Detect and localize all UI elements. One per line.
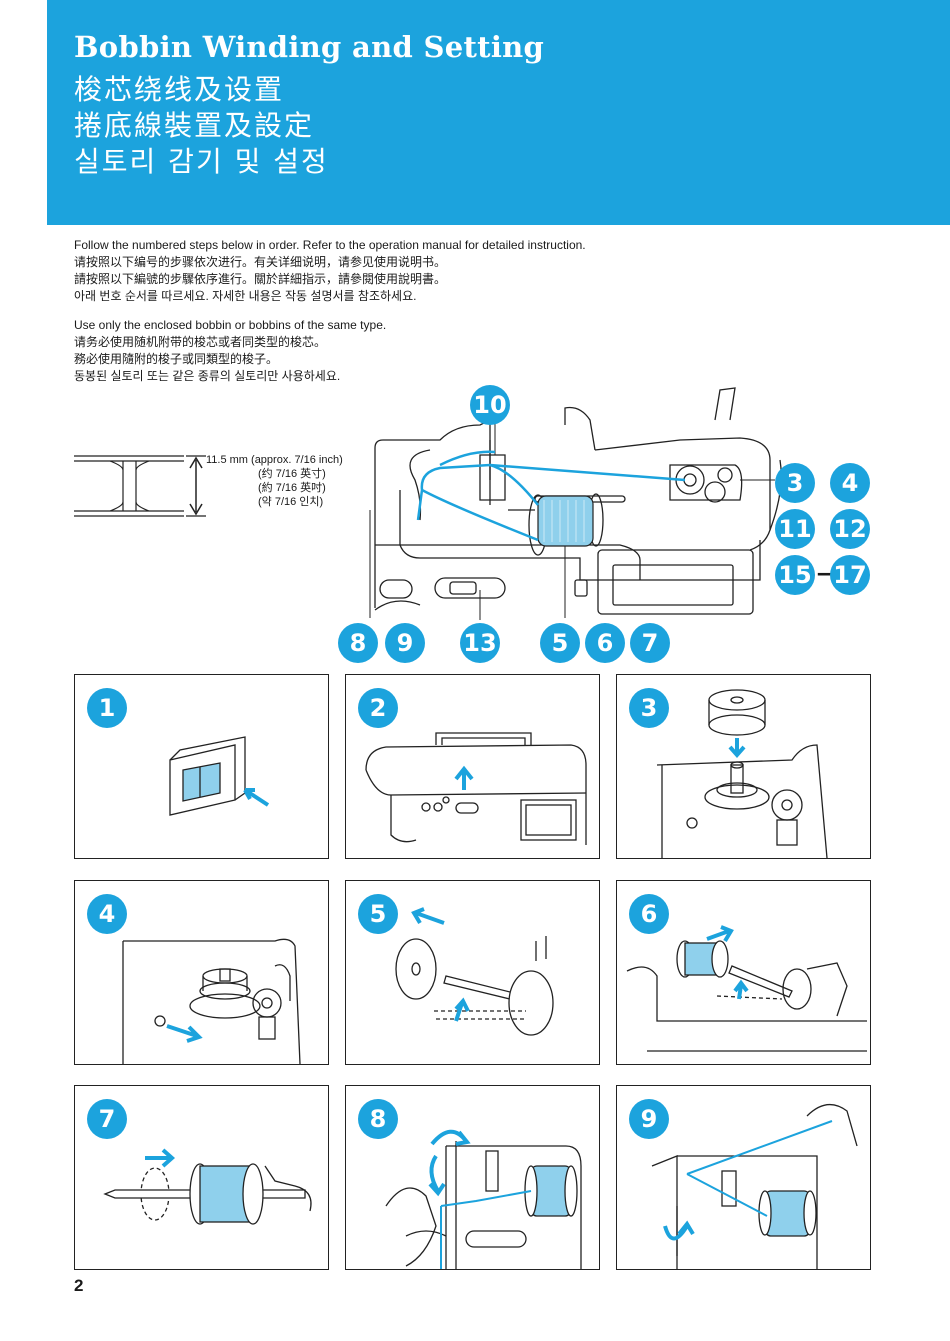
callout-15: 15 <box>775 555 815 595</box>
step-number-1: 1 <box>87 688 127 728</box>
callout-range-dash: – <box>817 557 832 587</box>
thread-loop-illustration <box>651 1104 858 1269</box>
bobbin-note-zh-tw: 務必使用隨附的梭子或同類型的梭子。 <box>74 352 279 366</box>
page-title-en: Bobbin Winding and Setting <box>74 30 545 64</box>
spool-cap-removal-illustration <box>395 907 554 1036</box>
bobbin-size-zh-tw: (約 7/16 英吋) <box>258 482 326 494</box>
intro-text: Follow the numbered steps below in order… <box>74 237 674 385</box>
bobbin-size-label: 11.5 mm (approx. 7/16 inch) (约 7/16 英寸) … <box>206 453 343 509</box>
follow-steps-ko: 아래 번호 순서를 따르세요. 자세한 내용은 작동 설명서를 참조하세요. <box>74 289 417 303</box>
header-banner: Bobbin Winding and Setting 梭芯绕线及设置 捲底線裝置… <box>47 0 950 225</box>
step-number-3: 3 <box>629 688 669 728</box>
power-switch-illustration <box>169 736 270 816</box>
bobbin-spec: 11.5 mm (approx. 7/16 inch) (约 7/16 英寸) … <box>70 448 390 523</box>
callout-17: 17 <box>830 555 870 595</box>
step-panel-9: 9 <box>616 1085 871 1270</box>
step-panel-3: 3 <box>616 674 871 859</box>
machine-overview-drawing <box>369 387 782 620</box>
callout-13: 13 <box>460 623 500 663</box>
page-title-zh-tw: 捲底線裝置及設定 <box>74 109 315 142</box>
page-number: 2 <box>74 1276 84 1295</box>
bobbin-note-zh-cn: 请务必使用随机附带的梭芯或者同类型的梭芯。 <box>74 335 327 349</box>
step-number-2: 2 <box>358 688 398 728</box>
callout-12: 12 <box>830 509 870 549</box>
step-panel-2: 2 <box>345 674 600 859</box>
follow-steps-en: Follow the numbered steps below in order… <box>74 238 586 252</box>
callout-7: 7 <box>630 623 670 663</box>
callout-11: 11 <box>775 509 815 549</box>
bobbin-size-en: 11.5 mm (approx. 7/16 inch) <box>206 454 343 466</box>
step-panel-4: 4 <box>74 880 329 1065</box>
lift-handle-illustration <box>365 732 587 845</box>
step-number-5: 5 <box>358 894 398 934</box>
step-number-6: 6 <box>629 894 669 934</box>
step-panel-5: 5 <box>345 880 600 1065</box>
step-panel-8: 8 <box>345 1085 600 1270</box>
bobbin-note-ko: 동봉된 실토리 또는 같은 종류의 실토리만 사용하세요. <box>74 369 341 383</box>
page-title-ko: 실토리 감기 및 설정 <box>74 145 329 178</box>
slide-bobbin-illustration <box>122 938 301 1064</box>
bobbin-diagram <box>74 455 206 517</box>
step-panel-6: 6 <box>616 880 871 1065</box>
place-spool-illustration <box>626 925 867 1052</box>
callout-3: 3 <box>775 463 815 503</box>
follow-steps-zh-cn: 请按照以下编号的步骤依次进行。有关详细说明，请参见使用说明书。 <box>74 255 447 269</box>
callout-9: 9 <box>385 623 425 663</box>
step-number-8: 8 <box>358 1099 398 1139</box>
callout-4: 4 <box>830 463 870 503</box>
step-number-9: 9 <box>629 1099 669 1139</box>
step-panel-1: 1 <box>74 674 329 859</box>
step-number-4: 4 <box>87 894 127 934</box>
spool-cap-attach-illustration <box>103 1148 312 1225</box>
step-panel-7: 7 <box>74 1085 329 1270</box>
thread-guide-illustration <box>385 1129 582 1269</box>
bobbin-size-zh-cn: (约 7/16 英寸) <box>258 468 326 480</box>
bobbin-note-en: Use only the enclosed bobbin or bobbins … <box>74 318 387 332</box>
bobbin-on-winder-illustration <box>656 689 828 858</box>
page-title-zh-cn: 梭芯绕线及设置 <box>74 73 285 106</box>
machine-overview: 10 3 4 11 12 15 – 17 8 9 13 5 6 7 <box>338 380 950 670</box>
callout-6: 6 <box>585 623 625 663</box>
follow-steps-zh-tw: 請按照以下編號的步驟依序進行。關於詳細指示，請參閱使用說明書。 <box>74 272 447 286</box>
step-number-7: 7 <box>87 1099 127 1139</box>
callout-5: 5 <box>540 623 580 663</box>
callout-8: 8 <box>338 623 378 663</box>
bobbin-size-ko: (약 7/16 인치) <box>258 496 324 508</box>
callout-10: 10 <box>470 385 510 425</box>
